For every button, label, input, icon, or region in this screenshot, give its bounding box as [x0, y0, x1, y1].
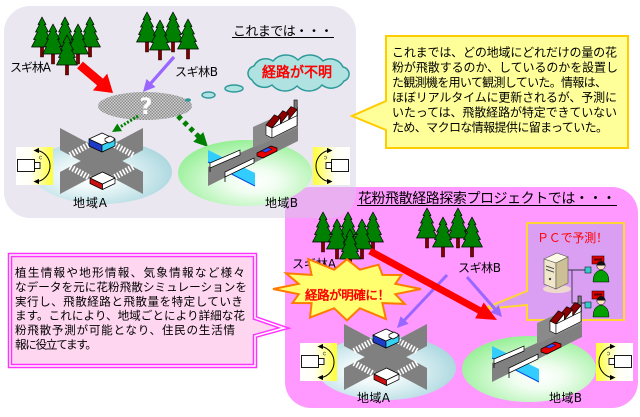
callout-shape: [349, 35, 629, 149]
car-icon: [256, 145, 278, 159]
factory-gable: [288, 109, 298, 120]
callout-line: 報に役立てます。: [15, 338, 97, 352]
unknown-dispersion-area: ?: [98, 92, 192, 120]
thought-cloud: [247, 54, 350, 92]
thought-bubble-text: 経路が不明: [262, 64, 332, 81]
route-arrow-red: [368, 247, 497, 320]
factory-gable: [271, 117, 281, 129]
factory-icon: [265, 99, 298, 139]
unknown-mark: ?: [140, 95, 153, 120]
drive-bay: [545, 269, 555, 273]
region-a-label: 地域A: [73, 196, 108, 210]
before-panel-title: これまでは・・・: [233, 25, 333, 40]
callout-line: なデータを元に花粉飛散シミュレーションを: [15, 280, 247, 294]
railing-bar: [209, 149, 241, 169]
terminal-device: [584, 301, 592, 309]
thought-dot: [201, 91, 216, 99]
pc-prediction-box: ＰＣで予測！: [482, 222, 625, 321]
before-panel: これまでは・・・ スギ林A スギ林B ?: [10, 11, 351, 210]
building-icon: [89, 171, 116, 190]
forest-b-label: スギ林B: [175, 65, 218, 79]
pollen-cloud-area: [98, 92, 192, 120]
server-side: [555, 256, 569, 290]
person-body: [592, 304, 610, 318]
railing-bar: [224, 157, 255, 178]
bridge-railing: [209, 149, 255, 182]
pc-box-title: ＰＣで予測！: [537, 231, 608, 245]
observation-camera-icon: [299, 342, 338, 382]
user-terminal-icon: [584, 290, 610, 318]
callout-line: た観測機を用いて観測していた。情報は、: [392, 75, 607, 90]
route-arrow-purple-to-region-b: [465, 276, 502, 317]
observation-camera-icon: [312, 146, 351, 186]
crosswalk: [68, 164, 92, 181]
forest-a-label: スギ林A: [10, 61, 52, 75]
crosswalk: [111, 141, 135, 158]
arrowhead: [112, 123, 122, 132]
callout-border-gap: [9, 254, 287, 367]
user-terminal-icon: [584, 255, 610, 283]
region-b-label: 地域B: [265, 196, 298, 210]
display-bar: [594, 293, 602, 296]
callout-line: 粉飛散予測が可能となり、住民の生活情: [15, 323, 235, 337]
server-icon: [543, 252, 571, 293]
region-a-label: 地域A: [357, 391, 391, 405]
route-arrow-red: [77, 61, 113, 93]
callout-line: ほぼリアルタイムに更新されるが、予測に: [392, 90, 617, 105]
thought-dot: [224, 84, 244, 93]
building-icon: [88, 132, 116, 153]
project-panel-title: 花粉飛散経路探索プロジェクトでは・・・: [358, 190, 616, 207]
building-annex: [104, 135, 115, 144]
forest-b-label: スギ林B: [458, 261, 501, 275]
car-window: [260, 147, 273, 153]
region-b-illustration: [178, 99, 312, 206]
before-explanation-callout: これまでは、どの地域にどれだけの量の花 粉が飛散するのか、しているのかを設置し …: [349, 35, 629, 149]
burst-text: 経路が明確に！: [305, 288, 390, 303]
person-hair: [596, 296, 606, 301]
server-front: [543, 258, 557, 290]
road-segment: [60, 128, 143, 194]
power-button: [548, 277, 552, 281]
terminal-device: [584, 266, 592, 274]
region-a-illustration: [32, 128, 172, 204]
thought-dot: [185, 98, 191, 102]
crosswalk: [111, 164, 135, 181]
display-bar: [594, 258, 602, 261]
drive-bay: [545, 265, 555, 270]
callout-line: いたっては、飛散経路が特定できていない: [392, 105, 617, 120]
callout-line: これまでは、どの地域にどれだけの量の花: [392, 45, 617, 60]
dispersion-arrow-to-region-b: [176, 114, 208, 147]
observation-camera-icon: [595, 342, 634, 382]
arrowhead: [193, 132, 208, 147]
burst-shape: [272, 257, 422, 322]
server-shadow: [543, 285, 571, 293]
crossroads-icon: [60, 128, 143, 194]
callout-line: ため、マクロな情報提供に留まっていた。: [392, 120, 608, 135]
route-arrow-purple: [143, 55, 176, 92]
project-explanation-callout: 植生情報や地形情報、気象情報など様々 なデータを元に花粉飛散シミュレーションを …: [7, 252, 292, 369]
callout-line: 実行し、飛散経路と飛散量を特定していき: [15, 295, 243, 309]
callout-line: 粉が飛散するのか、しているのかを設置し: [392, 60, 618, 75]
project-panel: 花粉飛散経路探索プロジェクトでは・・・ スギ林A スギ林B 経路が明確に！ ＰＣ…: [272, 190, 634, 405]
factory-gable: [280, 113, 289, 125]
crosswalk: [68, 141, 92, 158]
region-b-label: 地域B: [549, 391, 582, 405]
person-body: [592, 269, 610, 283]
callout-line: 植生情報や地形情報、気象情報など様々: [15, 266, 245, 280]
callout-line: ます。これにより、地域ごとにより詳細な花: [15, 309, 245, 323]
observation-camera-icon: [15, 146, 54, 186]
person-hair: [596, 261, 606, 266]
building-roof: [89, 171, 116, 185]
route-clear-burst: 経路が明確に！: [272, 257, 422, 322]
thought-bubble: 経路が不明: [185, 54, 350, 102]
dispersion-arrow-to-region-a: [112, 114, 139, 132]
